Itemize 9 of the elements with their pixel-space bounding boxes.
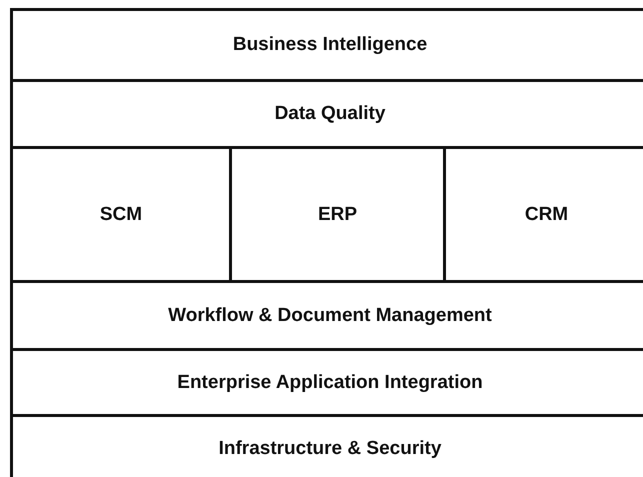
layer-label: Enterprise Application Integration	[177, 372, 483, 394]
layer-label: Data Quality	[274, 103, 386, 125]
layer-box	[10, 8, 643, 82]
layer-label: Business Intelligence	[232, 34, 428, 56]
layer-label: CRM	[524, 204, 568, 226]
layer-label: Infrastructure & Security	[218, 438, 442, 460]
layer-label: Workflow & Document Management	[168, 304, 492, 326]
layer-label: SCM	[100, 204, 142, 226]
layer-label: ERP	[318, 204, 358, 226]
